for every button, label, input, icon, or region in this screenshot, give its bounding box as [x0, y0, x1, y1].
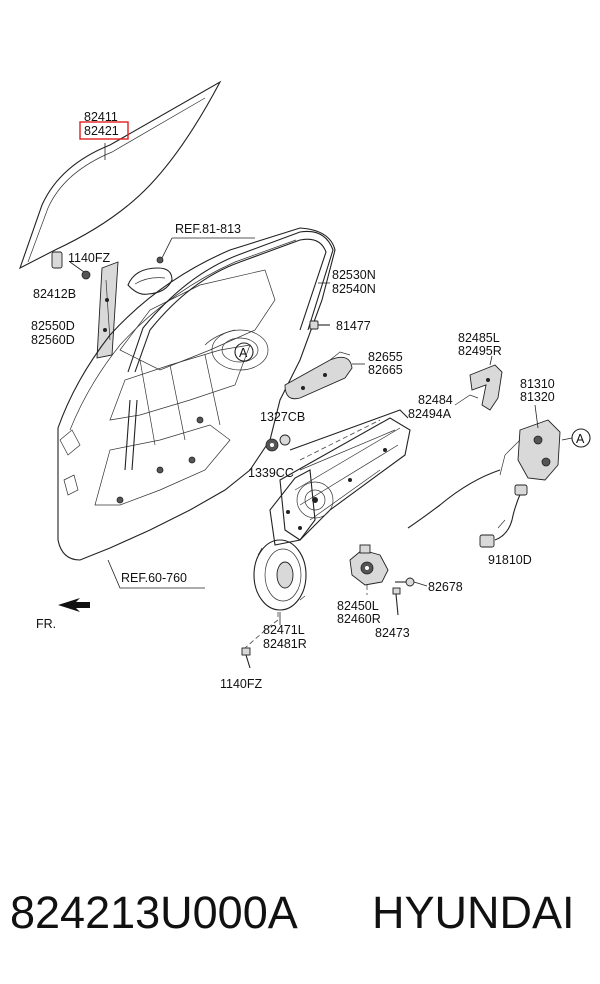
footer-brand: HYUNDAI [372, 887, 575, 938]
label-82484: 82484 [418, 393, 453, 407]
wiring-harness [479, 484, 528, 548]
window-regulator [269, 409, 411, 546]
label-82530n: 82530N [332, 268, 376, 282]
inside-handle [284, 351, 353, 400]
label-82412b: 82412B [33, 287, 76, 301]
label-82485l: 82485L [458, 331, 500, 345]
dash-speaker-bolt [244, 612, 279, 649]
grommet-1327cb [279, 434, 291, 446]
regulator-motor [349, 544, 389, 586]
bolt-1140fz-bottom [241, 647, 251, 669]
glass-run-channel [96, 261, 119, 359]
callout-a-right: A [571, 428, 591, 448]
label-1140fz-top: 1140FZ [68, 251, 111, 265]
leader-81310 [534, 404, 539, 429]
door-sash-moulding [124, 230, 334, 471]
svg-text:A: A [239, 346, 248, 360]
label-82560d: 82560D [31, 333, 75, 347]
label-81310: 81310 [520, 377, 555, 391]
label-82460r: 82460R [337, 612, 381, 626]
label-1140fz-bottom: 1140FZ [220, 677, 263, 691]
label-1327cb: 1327CB [260, 410, 305, 424]
svg-text:A: A [576, 432, 585, 446]
grommet-1339cc [265, 438, 279, 452]
footer-part-number: 824213U000A [10, 887, 298, 938]
label-ref-60-760: REF.60-760 [121, 571, 187, 585]
label-82495r: 82495R [458, 344, 502, 358]
label-ref-81-813: REF.81-813 [175, 222, 241, 236]
outside-handle [127, 256, 173, 295]
label-82473: 82473 [375, 626, 410, 640]
callout-a-left: A [234, 342, 254, 362]
label-82450l: 82450L [337, 599, 379, 613]
label-82411: 82411 [84, 110, 118, 124]
door-glass [19, 80, 222, 270]
label-81477: 81477 [336, 319, 371, 333]
label-82540n: 82540N [332, 282, 376, 296]
speaker [253, 539, 307, 611]
label-82481r: 82481R [263, 637, 307, 651]
bolt-82678 [395, 577, 415, 587]
glass-clip-82412b [51, 251, 91, 280]
label-82421: 82421 [84, 124, 119, 138]
label-1339cc: 1339CC [248, 466, 294, 480]
highlight-box-82421 [79, 121, 129, 140]
label-82494a: 82494A [408, 407, 452, 421]
label-82655: 82655 [368, 350, 403, 364]
bolt-82473 [392, 587, 401, 616]
label-82471l: 82471L [263, 623, 305, 637]
door-latch [407, 419, 561, 529]
leader-ref-60-760 [107, 559, 205, 589]
label-81320: 81320 [520, 390, 555, 404]
door-panel [57, 227, 336, 561]
bolt-81477 [309, 320, 330, 330]
label-82665: 82665 [368, 363, 403, 377]
label-91810d: 91810D [488, 553, 532, 567]
lock-rod-clip [454, 394, 479, 406]
label-82678: 82678 [428, 580, 463, 594]
label-82550d: 82550D [31, 319, 75, 333]
front-arrow [58, 598, 90, 612]
label-fr: FR. [36, 617, 56, 631]
lock-bracket [469, 364, 503, 411]
leader-82412b [69, 261, 85, 273]
